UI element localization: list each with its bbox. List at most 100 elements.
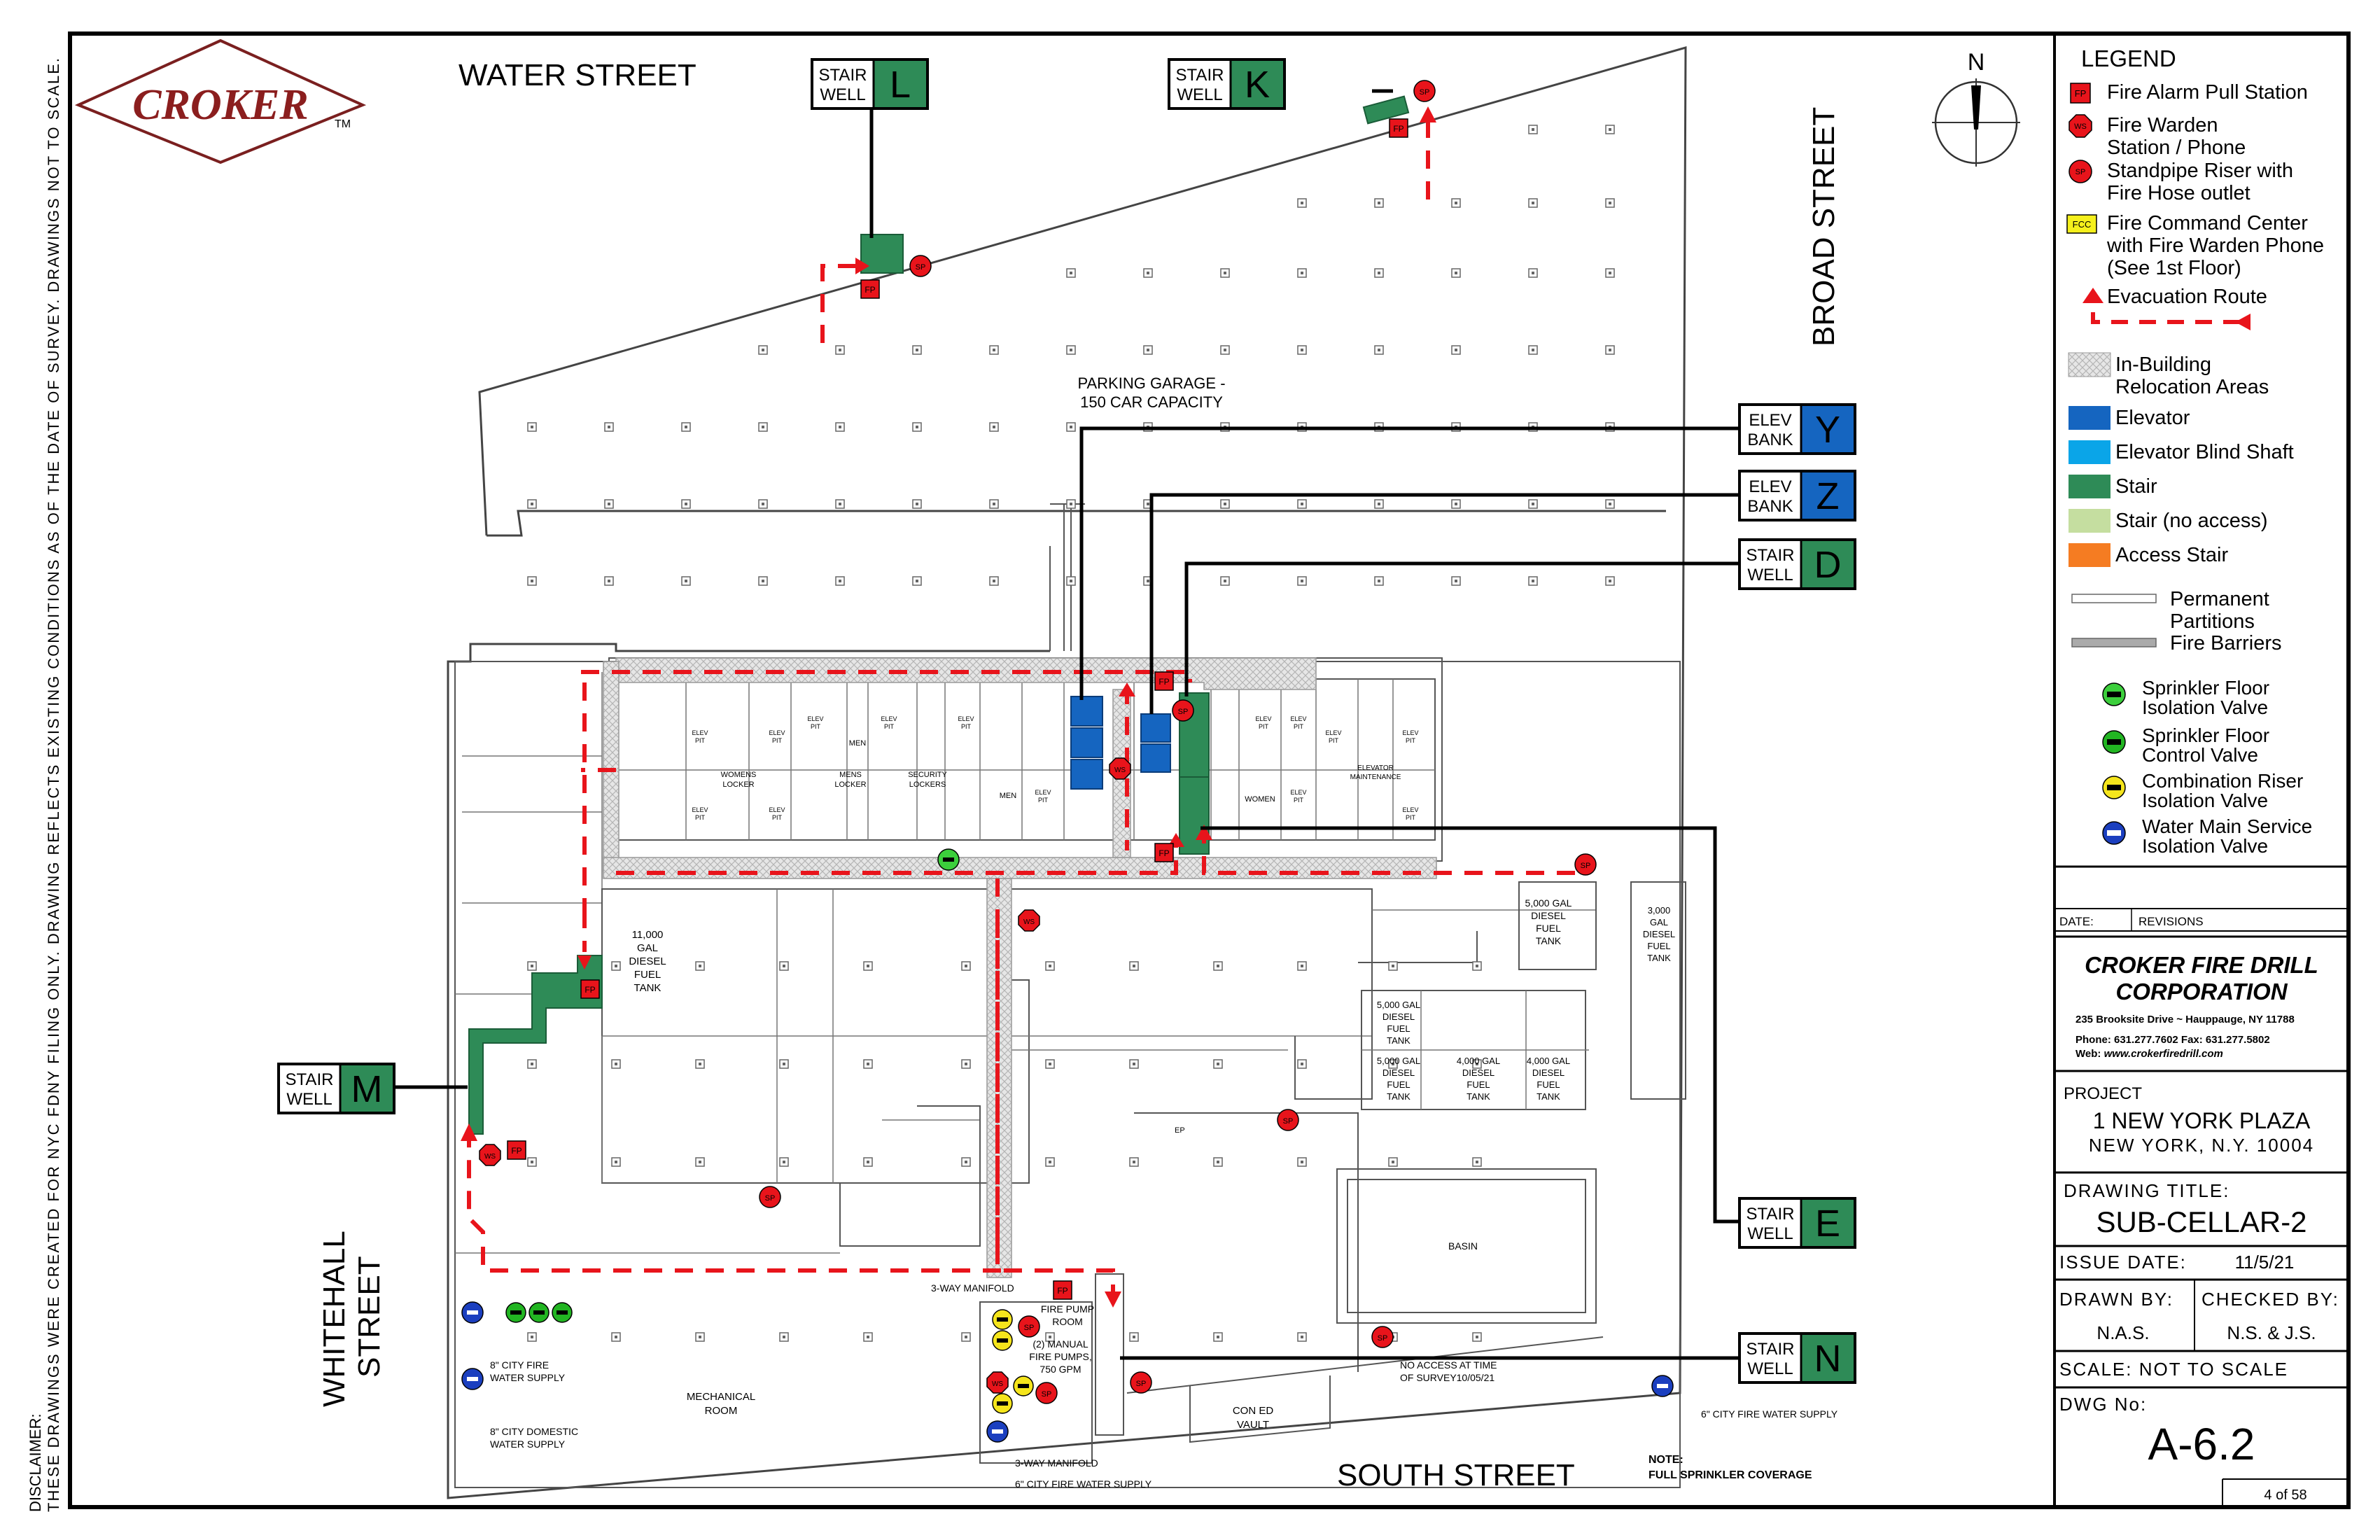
svg-text:ISSUE DATE:: ISSUE DATE: [2059,1252,2187,1273]
svg-text:3-WAY MANIFOLD: 3-WAY MANIFOLD [1015,1457,1098,1469]
column-marker [1528,268,1538,278]
fire-alarm-pull-station: FP [1053,1280,1072,1300]
column-marker [1045,1059,1055,1069]
column-marker [961,1157,971,1167]
column-marker [1451,345,1461,355]
evacuation-routes [461,106,1575,1308]
standpipe-riser: SP [1172,699,1194,722]
svg-text:Stair (no access): Stair (no access) [2115,510,2268,532]
svg-text:VAULT: VAULT [1237,1419,1269,1431]
svg-text:ELEV: ELEV [692,806,708,813]
svg-text:REVISIONS: REVISIONS [2138,915,2204,928]
svg-text:Phone: 631.277.7602 Fax: 631.: Phone: 631.277.7602 Fax: 631.277.5802 [2076,1034,2270,1046]
svg-text:ELEV: ELEV [769,729,785,736]
svg-text:ELEV: ELEV [1402,806,1418,813]
column-marker [1066,345,1076,355]
disclaimer-label: DISCLAIMER: [27,1413,44,1512]
svg-text:PIT: PIT [1294,723,1304,730]
svg-text:3-WAY MANIFOLD: 3-WAY MANIFOLD [931,1282,1014,1294]
svg-text:A-6.2: A-6.2 [2148,1419,2255,1469]
column-marker [1297,198,1307,208]
sprinkler-floor-control-valve [528,1302,550,1323]
column-marker [695,1332,705,1342]
standpipe-riser: SP [1371,1326,1394,1348]
column-marker [1528,499,1538,509]
column-marker [863,1332,873,1342]
legend-swatch: Elevator [2068,406,2190,430]
column-marker [527,961,537,971]
column-marker [1374,268,1384,278]
disclaimer-text: THESE DRAWINGS WERE CREATED FOR NYC FDNY… [45,57,62,1512]
svg-text:PIT: PIT [1259,723,1269,730]
column-marker [1213,1157,1223,1167]
svg-text:SP: SP [1581,862,1591,870]
legend-item-route: Evacuation Route [2082,286,2267,330]
svg-text:SP: SP [1178,708,1189,716]
column-marker [1045,1332,1055,1342]
svg-text:DIESEL: DIESEL [629,955,666,967]
svg-text:Water Main Service: Water Main Service [2142,816,2312,837]
column-marker [989,422,999,432]
column-marker [1066,499,1076,509]
fire-warden-station: WS [479,1144,501,1166]
column-marker [758,499,768,509]
svg-text:235 Brooksite Drive ~ Hauppaug: 235 Brooksite Drive ~ Hauppauge, NY 1178… [2076,1014,2295,1026]
column-marker [1297,961,1307,971]
column-marker [912,499,922,509]
column-marker [835,345,845,355]
legend-item-label: Evacuation Route [2107,286,2267,308]
svg-text:LOCKERS: LOCKERS [909,780,946,789]
fire-alarm-pull-station: FP [1154,843,1174,862]
column-marker [611,1059,621,1069]
column-marker [1374,499,1384,509]
svg-text:CROKER: CROKER [132,81,309,129]
legend-item-label: Fire Warden [2107,114,2218,136]
svg-text:FULL SPRINKLER COVERAGE: FULL SPRINKLER COVERAGE [1648,1469,1812,1481]
column-marker [681,576,691,586]
combination-riser-isolation-valve [992,1330,1013,1351]
column-marker [1528,576,1538,586]
svg-text:GAL: GAL [637,942,658,954]
callout-line2: WELL [1747,1224,1793,1243]
column-marker [527,1332,537,1342]
legend-swatch: Stair [2068,475,2157,498]
svg-text:8" CITY FIRE: 8" CITY FIRE [490,1359,549,1371]
column-marker [1220,499,1230,509]
column-marker [1213,1059,1223,1069]
svg-text:TANK: TANK [1387,1091,1410,1102]
sheet-border [68,31,2351,1509]
svg-text:NEW YORK, N.Y. 10004: NEW YORK, N.Y. 10004 [2089,1135,2314,1156]
column-marker [681,422,691,432]
title-block: DATE: REVISIONS CROKER FIRE DRILL CORPOR… [2054,865,2348,1507]
column-marker [695,1059,705,1069]
column-marker [527,422,537,432]
svg-text:TANK: TANK [1647,953,1671,963]
svg-text:FP: FP [864,285,875,295]
svg-text:DWG No:: DWG No: [2059,1394,2147,1415]
column-marker [989,345,999,355]
svg-text:FUEL: FUEL [634,969,661,981]
svg-text:5,000 GAL: 5,000 GAL [1377,1056,1420,1066]
column-marker [1297,268,1307,278]
callout-letter: D [1814,544,1842,586]
svg-text:Isolation Valve: Isolation Valve [2142,696,2268,718]
svg-text:DIESEL: DIESEL [1382,1011,1415,1022]
sprinkler-floor-control-valve [552,1302,573,1323]
column-marker [1143,268,1153,278]
svg-text:SCALE: NOT TO SCALE: SCALE: NOT TO SCALE [2059,1359,2288,1380]
svg-text:N.S. & J.S.: N.S. & J.S. [2227,1322,2316,1343]
column-marker [1220,268,1230,278]
standpipe-riser: SP [759,1186,781,1208]
svg-text:FP: FP [584,985,595,995]
svg-text:4,000 GAL: 4,000 GAL [1527,1056,1570,1066]
svg-text:TANK: TANK [1466,1091,1490,1102]
column-marker [527,1157,537,1167]
column-marker [912,422,922,432]
svg-text:PIT: PIT [1406,737,1416,744]
column-marker [1605,268,1615,278]
